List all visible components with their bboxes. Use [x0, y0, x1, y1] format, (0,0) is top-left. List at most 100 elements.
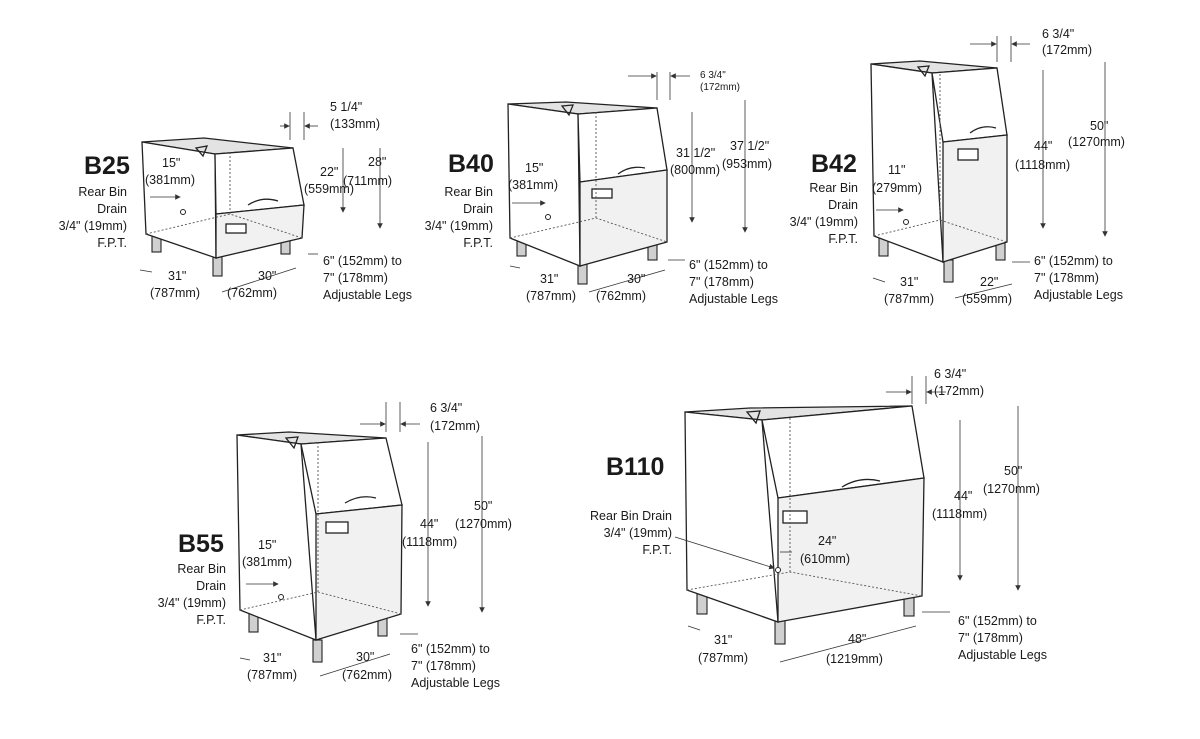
top-hinge — [916, 65, 930, 78]
drain-label: Rear Bin — [444, 185, 493, 199]
dim-height-total: 50" — [1090, 119, 1108, 133]
model-label: B55 — [178, 530, 224, 558]
dim-depth: 22" — [980, 275, 998, 289]
leg — [312, 639, 323, 663]
drain-point — [775, 567, 781, 573]
dim-drain: 24" — [818, 534, 836, 548]
front-label-plate — [225, 223, 247, 234]
dim-depth-top-mm: (172mm) — [934, 384, 984, 398]
dim-depth-top: 5 1/4" — [330, 100, 362, 114]
dim-drain: 11" — [888, 163, 905, 177]
dim-height-total-mm: (1270mm) — [1068, 135, 1125, 149]
drain-label: Rear Bin — [809, 181, 858, 195]
dim-depth-top: 6 3/4" — [1042, 27, 1074, 41]
top-hinge — [745, 410, 761, 425]
drain-label: Rear Bin — [78, 185, 127, 199]
dim-depth-top-mm: (133mm) — [330, 117, 380, 131]
dim-width-mm: (787mm) — [150, 286, 200, 300]
dim-height-front: 44" — [1034, 139, 1052, 153]
door-handle — [841, 478, 881, 488]
door-handle — [247, 198, 279, 206]
drain-label: 3/4" (19mm) — [59, 219, 127, 233]
bin-side — [236, 434, 317, 641]
front-label-plate — [957, 148, 979, 161]
drain-label: 3/4" (19mm) — [425, 219, 493, 233]
legs-label: 6" (152mm) to — [958, 614, 1037, 628]
drain-label: Drain — [97, 202, 127, 216]
bin-side — [684, 411, 779, 623]
dim-drain-mm: (279mm) — [872, 181, 922, 195]
legs-label: 7" (178mm) — [411, 659, 476, 673]
top-hinge — [284, 436, 299, 450]
drain-label: 3/4" (19mm) — [604, 526, 672, 540]
dim-height-front: 44" — [420, 517, 438, 531]
door-handle — [617, 166, 646, 175]
dim-height-front-mm: (1118mm) — [402, 535, 457, 549]
dim-depth: 30" — [258, 269, 276, 283]
unit-b25: B25 5 1/4" (133mm) 22" (559mm) 28" (711m… — [59, 100, 412, 302]
dim-depth-mm: (762mm) — [596, 289, 646, 303]
drain-point — [903, 219, 909, 225]
dim-depth-top: 6 3/4" — [430, 401, 462, 415]
drain-label: Drain — [828, 198, 858, 212]
dim-height-total: 37 1/2" — [730, 139, 769, 153]
legs-label: Adjustable Legs — [689, 292, 778, 306]
legs-label: 6" (152mm) to — [1034, 254, 1113, 268]
dim-drain: 15" — [162, 156, 180, 170]
legs-label: 7" (178mm) — [323, 271, 388, 285]
dim-height-total: 50" — [474, 499, 492, 513]
dim-height-total: 50" — [1004, 464, 1022, 478]
dim-depth-top: 6 3/4" — [934, 367, 966, 381]
bin-front — [942, 134, 1008, 263]
dim-depth-mm: (762mm) — [342, 668, 392, 682]
legs-label: Adjustable Legs — [411, 676, 500, 690]
dim-height-total-mm: (1270mm) — [983, 482, 1040, 496]
dim-depth-mm: (1219mm) — [826, 652, 883, 666]
legs-label: 6" (152mm) to — [689, 258, 768, 272]
model-label: B40 — [448, 150, 494, 178]
unit-b40: B40 6 3/4" (172mm) 31 1/2" (800mm) 37 1/… — [425, 70, 778, 306]
dim-width: 31" — [714, 633, 732, 647]
bin-front — [215, 204, 305, 259]
dim-drain: 15" — [525, 161, 543, 175]
drain-point — [278, 594, 284, 600]
dim-width-mm: (787mm) — [526, 289, 576, 303]
unit-b42: B42 6 3/4" (172mm) 44" (1118mm) 50" (127… — [790, 27, 1125, 306]
model-label: B25 — [84, 152, 130, 180]
drain-label: Drain — [196, 579, 226, 593]
drain-point — [545, 214, 551, 220]
bin-door — [300, 437, 403, 515]
front-label-plate — [591, 188, 613, 199]
dim-width: 31" — [168, 269, 186, 283]
dim-width-mm: (787mm) — [884, 292, 934, 306]
drain-label: 3/4" (19mm) — [158, 596, 226, 610]
leg — [774, 619, 786, 645]
drain-label: F.P.T. — [642, 543, 672, 557]
model-label: B42 — [811, 150, 857, 178]
drain-label: F.P.T. — [97, 236, 127, 250]
dim-height-total-mm: (1270mm) — [455, 517, 512, 531]
legs-label: Adjustable Legs — [1034, 288, 1123, 302]
front-label-plate — [325, 521, 349, 534]
door-handle — [969, 126, 997, 134]
unit-b55: B55 6 3/4" (172mm) 44" (1118mm) 50" (127… — [158, 401, 512, 690]
front-label-plate — [782, 510, 808, 524]
dim-height-front-mm: (800mm) — [670, 163, 720, 177]
dim-height-front: 44" — [954, 489, 972, 503]
bin-door — [931, 67, 1008, 143]
dim-width: 31" — [900, 275, 918, 289]
drain-label: Rear Bin — [177, 562, 226, 576]
top-hinge — [560, 104, 574, 117]
dim-drain-mm: (381mm) — [242, 555, 292, 569]
legs-label: 6" (152mm) to — [411, 642, 490, 656]
dim-drain-mm: (381mm) — [508, 178, 558, 192]
drain-label: F.P.T. — [196, 613, 226, 627]
door-handle — [344, 496, 377, 504]
drain-point — [180, 209, 186, 215]
dim-depth-top: 6 3/4" — [700, 70, 726, 81]
dim-depth: 30" — [356, 650, 374, 664]
legs-label: 7" (178mm) — [1034, 271, 1099, 285]
legs-label: Adjustable Legs — [323, 288, 412, 302]
dim-depth: 30" — [627, 272, 645, 286]
